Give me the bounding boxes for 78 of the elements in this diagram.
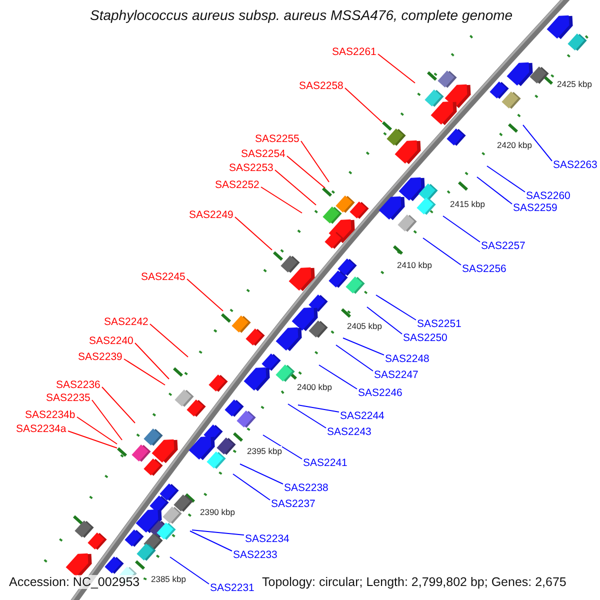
leader-line	[192, 530, 244, 536]
leader-line	[366, 306, 402, 334]
leader-line	[234, 216, 272, 250]
position-label: 2395 kbp	[247, 446, 282, 456]
footer-text: Accession: NC_002953	[9, 575, 140, 589]
position-label: 2425 kbp	[557, 79, 592, 89]
gene-label: SAS2234	[245, 533, 290, 545]
leader-line	[124, 358, 166, 386]
leader-line	[286, 156, 326, 188]
leader-line	[76, 416, 118, 444]
leader-line	[102, 386, 136, 424]
leader-line	[186, 278, 224, 312]
gene-label: SAS2241	[303, 457, 348, 469]
gene-label: SAS2260	[526, 190, 570, 202]
gene-label: SAS2234a	[16, 423, 66, 435]
gene-label: SAS2257	[481, 240, 526, 252]
leader-line	[274, 170, 316, 206]
gene-label: SAS2263	[553, 159, 598, 171]
gene-label: SAS2256	[462, 263, 506, 275]
position-label: 2410 kbp	[397, 260, 432, 270]
position-label: 2385 kbp	[151, 574, 186, 584]
gene-label: SAS2231	[210, 582, 254, 594]
gene-label: SAS2239	[78, 351, 122, 363]
gene-label: SAS2261	[332, 46, 376, 58]
leader-line	[336, 344, 374, 372]
gene-label: SAS2235	[46, 392, 90, 404]
leader-line	[442, 216, 480, 242]
gene-label: SAS2252	[215, 179, 260, 191]
gene-label: SAS2234b	[25, 409, 76, 421]
leader-line	[422, 238, 462, 266]
gene-label: SAS2259	[513, 202, 558, 214]
leader-line	[376, 294, 416, 320]
gene-label: SAS2251	[417, 318, 462, 330]
position-label: 2400 kbp	[297, 382, 332, 392]
gene-label: SAS2247	[374, 369, 418, 381]
leader-line	[262, 434, 302, 460]
gene-label: SAS2246	[358, 387, 402, 399]
gene-label: SAS2236	[56, 379, 100, 391]
gene-label: SAS2243	[327, 426, 372, 438]
leader-line	[476, 176, 512, 204]
gene-label: SAS2250	[403, 332, 448, 344]
leader-line	[522, 124, 552, 162]
leader-line	[240, 464, 284, 484]
leader-line	[190, 530, 232, 552]
position-label: 2405 kbp	[347, 321, 382, 331]
gene-label: SAS2244	[340, 410, 384, 422]
leader-line	[342, 338, 384, 356]
gene-label: SAS2237	[271, 498, 316, 510]
leader-line	[298, 404, 340, 412]
leader-line	[344, 88, 382, 122]
leader-line	[68, 430, 118, 448]
leader-line	[260, 186, 302, 214]
gene-label: SAS2242	[104, 316, 148, 328]
diagram-title: Staphylococcus aureus subsp. aureus MSSA476, complete genome	[90, 7, 513, 23]
gene-label: SAS2255	[255, 133, 300, 145]
leader-line	[288, 404, 326, 428]
leader-line	[134, 342, 170, 380]
leader-line	[170, 556, 210, 584]
gene-label: SAS2253	[229, 162, 274, 174]
leader-line	[300, 140, 330, 182]
gene-label: SAS2238	[284, 482, 328, 494]
leader-line	[486, 166, 526, 192]
leader-line	[318, 364, 358, 390]
gene-label: SAS2240	[89, 335, 134, 347]
gene-label: SAS2254	[241, 148, 286, 160]
gene-label: SAS2258	[299, 80, 344, 92]
gene-label: SAS2249	[189, 209, 234, 221]
footer-text: Topology: circular; Length: 2,799,802 bp; Genes: 2,675	[262, 575, 566, 589]
gene-label: SAS2245	[141, 271, 186, 283]
leader-line	[378, 54, 416, 84]
gene-label: SAS2233	[233, 549, 278, 561]
leader-line	[92, 400, 122, 440]
gene-label: SAS2248	[385, 353, 430, 365]
position-label: 2420 kbp	[497, 140, 532, 150]
leader-line	[232, 474, 270, 500]
position-label: 2390 kbp	[200, 507, 235, 517]
leader-line	[150, 324, 188, 358]
position-label: 2415 kbp	[450, 199, 485, 209]
